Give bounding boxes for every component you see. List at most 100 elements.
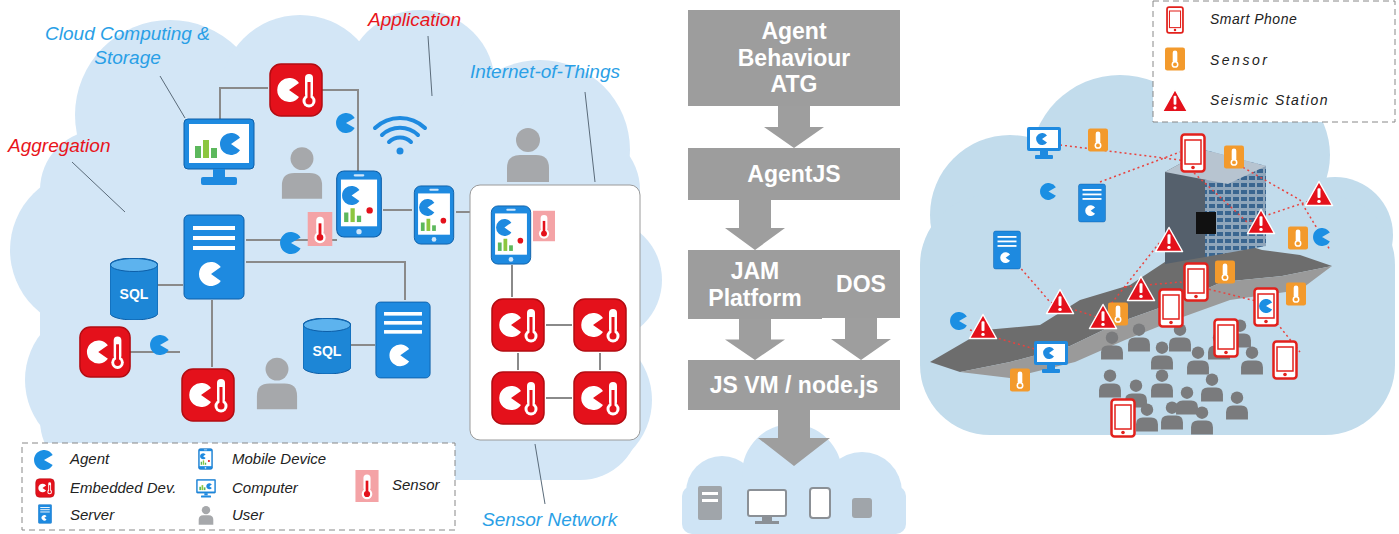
wifi-symbol <box>397 148 404 155</box>
illustration-path <box>158 284 183 286</box>
legend-icon <box>355 470 379 502</box>
illustration-use <box>182 369 234 421</box>
illustration-use <box>376 302 430 378</box>
illustration-path <box>72 162 125 212</box>
illustration-use <box>1255 289 1278 326</box>
illustration-use <box>184 119 254 185</box>
device-icon <box>80 64 626 424</box>
illustration-path <box>389 138 411 142</box>
cylinder-top <box>304 319 351 332</box>
illustration-use <box>1090 305 1117 329</box>
flow-arrow <box>764 106 824 148</box>
illustration-use <box>574 372 626 424</box>
node-text: JAM Platform <box>700 258 810 311</box>
illustration-rect <box>755 521 779 524</box>
illustration-use <box>492 299 544 351</box>
legend-symbol <box>1165 47 1185 70</box>
illustration-rect <box>702 499 718 502</box>
illustration-use <box>1259 299 1272 313</box>
node-text: Agent Behaviour ATG <box>719 18 869 97</box>
illustration-path <box>517 353 519 370</box>
legend-icon <box>1166 6 1184 34</box>
illustration-use <box>1151 369 1173 397</box>
legend-icon <box>1161 88 1189 113</box>
node-text: SQL <box>120 286 149 302</box>
illustration-path <box>546 397 572 399</box>
illustration-path <box>322 90 358 172</box>
illustration-rect <box>698 486 722 520</box>
flow-arrow <box>725 319 785 360</box>
illustration-use <box>1136 403 1158 431</box>
illustration-path <box>246 262 405 300</box>
ground-crack <box>930 240 1332 372</box>
legend-icon <box>38 504 52 524</box>
database-cylinder: SQL <box>110 258 158 320</box>
illustration-use <box>1215 260 1235 283</box>
legend-text: Computer <box>232 479 298 496</box>
cloud-shape <box>10 10 662 480</box>
illustration-use <box>1176 386 1198 414</box>
illustration-path <box>535 444 545 504</box>
cylinder-top <box>111 259 158 272</box>
illustration-use <box>507 128 549 182</box>
illustration-rect <box>920 195 1395 435</box>
illustration-path <box>599 353 601 370</box>
legend-icon <box>33 450 55 470</box>
illustration-rect <box>702 492 718 495</box>
illustration-use <box>1224 145 1244 168</box>
legend-text: Sensor <box>392 476 440 493</box>
illustration-use <box>1027 127 1061 159</box>
illustration-use <box>1047 290 1074 314</box>
illustration-path <box>428 36 432 96</box>
illustration-path <box>383 209 412 211</box>
illustration-path <box>585 92 595 182</box>
illustration-use <box>280 232 301 254</box>
illustration-path <box>511 265 513 297</box>
network-wire <box>130 88 490 367</box>
illustration-use <box>1161 401 1183 429</box>
illustration-use <box>1112 400 1135 437</box>
illustration-polygon <box>1165 150 1266 184</box>
illustration-use <box>414 186 453 244</box>
legend-symbol <box>199 506 214 525</box>
legend-text: Server <box>70 506 114 523</box>
legend-icon <box>196 479 216 499</box>
illustration-use <box>1286 282 1306 305</box>
illustration-path <box>1005 242 1160 318</box>
illustration-use <box>1128 323 1150 351</box>
legend-icon <box>35 478 55 498</box>
illustration-use <box>1040 183 1056 200</box>
legend-icon <box>198 505 214 525</box>
illustration-use <box>492 372 544 424</box>
illustration-use <box>1226 391 1248 419</box>
node-text: JS VM / node.js <box>710 372 879 398</box>
node-text: AgentJS <box>747 161 840 187</box>
illustration-path <box>160 76 185 118</box>
layer-label: Application <box>368 8 461 32</box>
device-icon <box>950 127 1332 437</box>
flow-arrow <box>725 200 785 250</box>
cloud-shape <box>920 75 1395 435</box>
illustration-use <box>1128 277 1155 301</box>
illustration-path <box>375 118 425 128</box>
cylinder-body <box>110 258 158 320</box>
illustration-use <box>1274 342 1297 379</box>
database-cylinder: SQL <box>303 318 351 374</box>
illustration-use <box>282 147 322 199</box>
illustration-use <box>336 113 355 133</box>
process-box: Agent Behaviour ATG <box>688 10 900 106</box>
illustration-use <box>1185 264 1208 301</box>
legend-symbol <box>36 479 55 498</box>
illustration-path <box>382 128 418 135</box>
node-text: DOS <box>836 271 886 297</box>
illustration-use <box>1187 346 1209 374</box>
illustration-path <box>211 300 213 367</box>
illustration-use <box>1182 135 1205 172</box>
illustration-use <box>1215 320 1238 357</box>
sensor-network-panel <box>470 185 640 440</box>
region-label: Sensor Network <box>482 508 617 532</box>
legend-symbol <box>196 479 215 497</box>
flow-arrow <box>831 318 891 360</box>
illustration-use <box>1101 331 1123 359</box>
illustration-use <box>950 312 967 330</box>
